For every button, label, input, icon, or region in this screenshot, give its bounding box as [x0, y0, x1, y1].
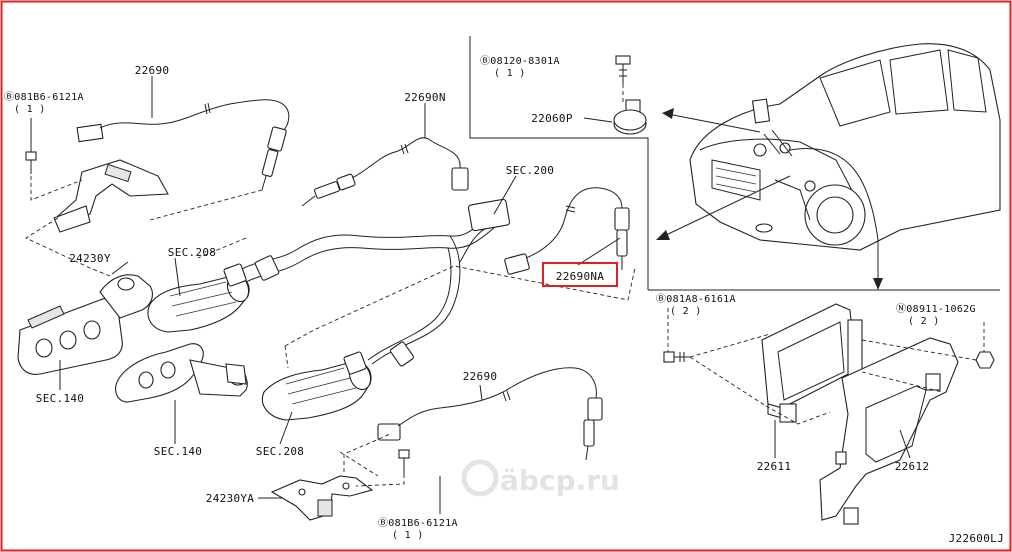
label-sec208-lower: SEC.208	[256, 445, 304, 458]
diagram-id: J22600LJ	[949, 532, 1004, 545]
o2-sensor-22690-top	[76, 99, 290, 191]
label-nut-ecm: Ⓝ08911-1062G	[896, 303, 976, 315]
leader-lines-right	[774, 420, 911, 459]
leader-lines-left	[59, 76, 621, 514]
label-sec140-mid: SEC.140	[154, 445, 202, 458]
assembly-lines-left	[25, 176, 636, 487]
label-bolt-ecm-qty: ( 2 )	[670, 306, 702, 317]
label-sec140-left: SEC.140	[36, 392, 84, 405]
exhaust-manifold-left	[17, 274, 153, 375]
watermark-text: äbcp.ru	[500, 464, 620, 497]
label-bolt-knock-qty: ( 1 )	[494, 68, 526, 79]
catalyst-lower	[262, 351, 372, 421]
label-bolt-ecm: Ⓑ081A8-6161A	[656, 293, 736, 305]
heat-shield-24230ya	[270, 475, 374, 521]
label-bolt-top-left-qty: ( 1 )	[14, 104, 46, 115]
exhaust-manifold-mid	[115, 343, 248, 403]
label-sec200: SEC.200	[506, 164, 554, 177]
label-22612: 22612	[895, 460, 930, 473]
label-22690n: 22690N	[404, 91, 446, 104]
label-24230ya: 24230YA	[206, 492, 255, 505]
label-22690na[interactable]: 22690NA	[556, 270, 605, 283]
label-22690-lower: 22690	[463, 370, 498, 383]
ecm-bracket-22612	[819, 337, 959, 525]
ecm-bolt	[663, 351, 690, 363]
label-nut-ecm-qty: ( 2 )	[908, 316, 940, 327]
callout-arrows	[656, 108, 883, 290]
o2-sensor-22690n	[301, 137, 469, 207]
ecm-dash-lines	[667, 308, 985, 425]
ecm-unit-22611	[761, 303, 863, 423]
highlight-box-22690na[interactable]	[542, 262, 618, 287]
label-bolt-knock: Ⓑ08120-8301A	[480, 55, 560, 67]
bolt-top-left	[25, 118, 37, 174]
car-illustration	[689, 43, 1001, 251]
label-sec208-upper: SEC.208	[168, 246, 216, 259]
label-bolt-top-left: Ⓑ081B6-6121A	[4, 91, 84, 103]
heat-shield-24230y	[53, 159, 169, 233]
label-22060p: 22060P	[531, 112, 573, 125]
o2-sensor-22690-lower	[377, 367, 603, 461]
o2-sensor-22690na	[504, 187, 630, 275]
bolt-bottom	[398, 449, 410, 474]
ecm-nut	[975, 351, 995, 369]
label-bolt-bottom: Ⓑ081B6-6121A	[378, 517, 458, 529]
label-22611: 22611	[757, 460, 792, 473]
section-dividers	[469, 36, 1000, 291]
label-22690-top: 22690	[135, 64, 170, 77]
knock-sensor	[583, 55, 647, 135]
catalyst-upper	[147, 263, 250, 333]
label-bolt-bottom-qty: ( 1 )	[392, 530, 424, 541]
label-24230y: 24230Y	[69, 252, 111, 265]
watermark: äbcp.ru	[461, 459, 620, 497]
exhaust-pipes	[239, 198, 511, 367]
